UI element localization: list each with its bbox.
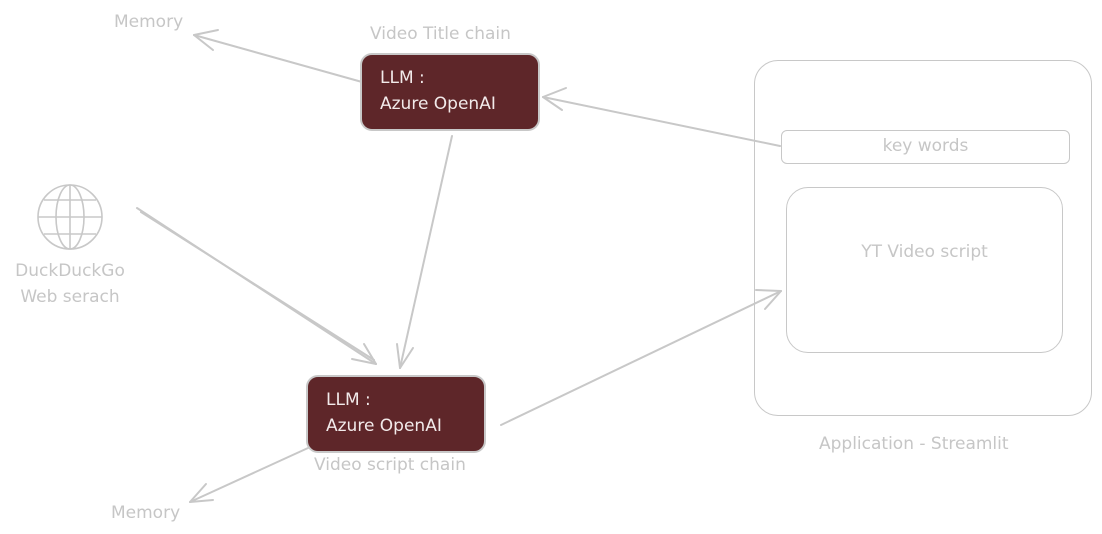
video-script-chain-label: Video script chain: [314, 455, 466, 475]
streamlit-app-frame: [754, 60, 1092, 416]
arrow-llm-top-to-memory: [193, 29, 363, 83]
llm-bottom-line2: Azure OpenAI: [326, 416, 442, 436]
llm-top-line2: Azure OpenAI: [380, 94, 496, 114]
keywords-input[interactable]: key words: [781, 130, 1070, 164]
arrow-llm-bottom-to-memory: [189, 447, 309, 503]
video-title-chain-label: Video Title chain: [370, 24, 511, 44]
llm-bottom-line1: LLM :: [326, 390, 371, 410]
app-caption: Application - Streamlit: [819, 434, 1009, 454]
llm-node-top[interactable]: LLM : Azure OpenAI: [360, 53, 540, 131]
memory-label-top: Memory: [114, 12, 184, 32]
arrow-llm-bottom-to-app: [500, 289, 782, 426]
search-line2: Web serach: [20, 287, 120, 307]
llm-top-line1: LLM :: [380, 68, 425, 88]
globe-icon: [37, 184, 103, 250]
llm-node-bottom[interactable]: LLM : Azure OpenAI: [306, 375, 486, 453]
arrow-keywords-to-llm-top: [542, 87, 781, 147]
search-node-label: DuckDuckGo Web serach: [4, 258, 136, 310]
memory-label-bottom: Memory: [111, 503, 181, 523]
video-script-output: YT Video script: [786, 187, 1063, 353]
arrow-llm-top-to-llm-bottom: [396, 135, 453, 369]
search-line1: DuckDuckGo: [15, 261, 125, 281]
arrow-search-to-llm-bottom: [136, 207, 377, 365]
